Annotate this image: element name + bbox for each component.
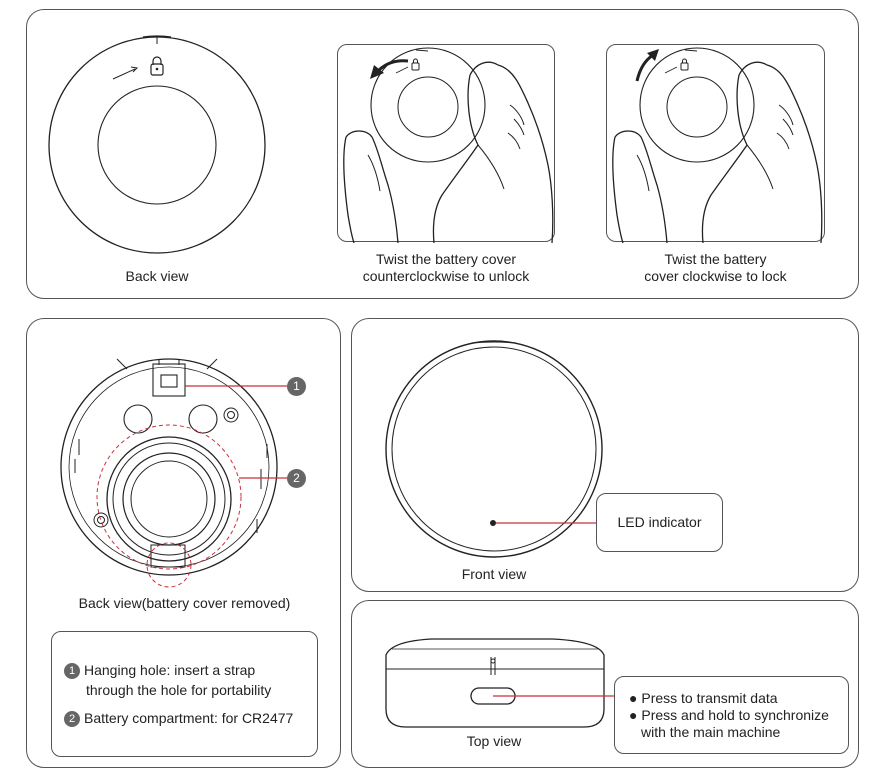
callout-badge-1: 1	[287, 377, 306, 396]
bullet-dot-icon: ●	[629, 707, 638, 723]
lock-icon	[411, 58, 420, 71]
clockwise-arrow-icon	[635, 49, 659, 82]
lock-icon	[680, 58, 689, 71]
lock-label-line2: cover clockwise to lock	[644, 268, 787, 284]
led-indicator-callout: LED indicator	[596, 493, 723, 552]
bullet-2: ● Press and hold to synchronize	[629, 707, 848, 724]
unlock-illustration-frame	[337, 44, 555, 244]
lock-icon	[150, 56, 164, 76]
unlock-label-line2: counterclockwise to unlock	[362, 268, 530, 284]
top-view-caption: Top view	[466, 733, 522, 749]
battery-panel-caption: Back view(battery cover removed)	[78, 595, 291, 611]
unlock-hand-illustration	[343, 47, 554, 244]
note-1-line1: Hanging hole: insert a strap	[84, 662, 256, 678]
note-1-badge: 1	[64, 663, 80, 679]
bullet-2-continuation: with the main machine	[641, 724, 781, 740]
bullet-dot-icon: ●	[629, 690, 638, 706]
lock-label-line1: Twist the battery	[664, 251, 767, 267]
unlock-label-line1: Twist the battery cover	[375, 251, 517, 267]
bullet-1: ● Press to transmit data	[629, 690, 848, 707]
bullet-1-text: Press to transmit data	[641, 690, 778, 706]
front-view-panel: LED indicator Front view	[351, 318, 859, 592]
counterclockwise-arrow-icon	[370, 59, 409, 79]
top-panel: Back view Twist	[26, 9, 859, 299]
battery-compartment-illustration	[60, 358, 287, 588]
note-2-badge: 2	[64, 711, 80, 727]
note-2-line1: Battery compartment: for CR2477	[84, 710, 294, 726]
back-view-label: Back view	[125, 268, 189, 284]
led-indicator-label: LED indicator	[617, 514, 702, 530]
led-indicator-dot	[490, 520, 496, 526]
bullet-2-text: Press and hold to synchronize	[641, 707, 829, 723]
top-view-panel: ● Press to transmit data ● Press and hol…	[351, 600, 859, 768]
lock-illustration-frame	[606, 44, 825, 244]
note-1-line2: through the hole for portability	[86, 682, 272, 698]
front-view-device-illustration	[385, 340, 603, 558]
callout-badge-2: 2	[287, 469, 306, 488]
top-view-device-illustration	[385, 638, 614, 728]
button-usage-callout: ● Press to transmit data ● Press and hol…	[614, 676, 849, 754]
back-view-device-illustration	[48, 35, 266, 254]
front-view-caption: Front view	[461, 566, 527, 582]
lock-hand-illustration	[612, 47, 823, 244]
